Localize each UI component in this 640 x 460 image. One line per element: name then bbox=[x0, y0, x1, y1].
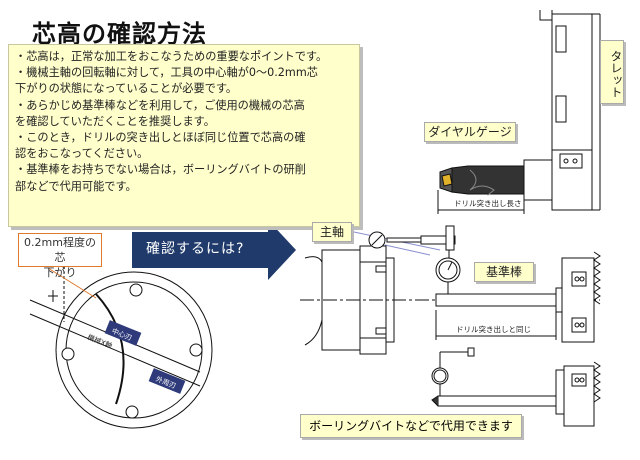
reference-bar-drawing bbox=[435, 251, 601, 343]
big-arrow-icon bbox=[132, 220, 296, 280]
boring-bar-label: ボーリングバイトなどで代用できます bbox=[300, 414, 522, 438]
drill-protrusion-length-text: ドリル突き出し長さ bbox=[454, 198, 522, 208]
note-line: 部などで代用可能です。 bbox=[15, 179, 137, 193]
center-drop-callout: 0.2mm程度の芯 下がり bbox=[18, 233, 102, 279]
center-drop-line1: 0.2mm程度の芯 bbox=[24, 236, 96, 264]
spindle-chuck bbox=[304, 231, 422, 355]
spindle-label: 主軸 bbox=[312, 222, 352, 242]
arrow-label: 確認するには? bbox=[146, 241, 245, 257]
note-line: ・このとき，ドリルの突き出しとほぼ同じ位置で芯高の確 bbox=[15, 131, 306, 145]
note-line: を確認していただくことを推奨します。 bbox=[15, 114, 215, 128]
note-line: 認をおこなってください。 bbox=[15, 147, 149, 161]
notes-box: ・芯高は，正常な加工をおこなうための重要なポイントです。 ・機械主軸の回転軸に対… bbox=[8, 44, 360, 227]
note-line: ・基準棒をお持ちでない場合は，ボーリングバイトの研削 bbox=[15, 163, 306, 177]
dial-gauge-label: ダイヤルゲージ bbox=[424, 122, 516, 142]
note-line: ・機械主軸の回転軸に対して，工具の中心軸が0～0.2mm芯 bbox=[15, 66, 318, 80]
page-title: 芯高の確認方法 bbox=[32, 20, 207, 48]
dial-gauge-stand bbox=[420, 225, 461, 294]
note-line: ・芯高は，正常な加工をおこなうための重要なポイントです。 bbox=[15, 50, 328, 63]
note-line: ・あらかじめ基準棒などを利用して，ご使用の機械の芯高 bbox=[15, 98, 305, 112]
reference-bar-label: 基準棒 bbox=[474, 262, 534, 282]
boring-bar-drawing bbox=[431, 347, 601, 427]
turret-drill-drawing bbox=[437, 10, 601, 214]
turret-label: タレット bbox=[600, 40, 624, 104]
center-drop-line2: 下がり bbox=[43, 266, 77, 279]
note-line: 下がりの状態になっていることが必要です。 bbox=[15, 82, 238, 96]
center-drop-detail bbox=[29, 266, 213, 429]
same-as-drill-protrusion-text: ドリル突き出しと同じ bbox=[456, 324, 531, 334]
